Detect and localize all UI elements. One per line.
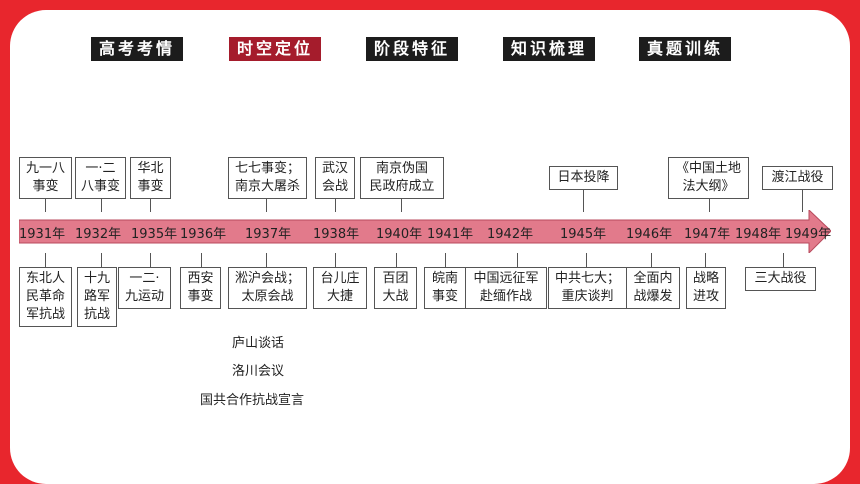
year-label: 1947年 [684, 227, 731, 242]
event-box: 三大战役 [745, 267, 816, 291]
event-box: 一二·九运动 [118, 267, 171, 309]
content-card [10, 10, 850, 484]
event-box: 九一八事变 [19, 157, 72, 199]
tab-zhenti[interactable]: 真题训练 [639, 37, 732, 61]
tab-shikong[interactable]: 时空定位 [229, 37, 322, 61]
event-box: 全面内战爆发 [626, 267, 680, 309]
event-box: 南京伪国民政府成立 [360, 157, 444, 199]
event-box: 十九路军抗战 [77, 267, 117, 327]
year-label: 1945年 [560, 227, 607, 242]
year-label: 1941年 [427, 227, 474, 242]
event-box: 战略进攻 [686, 267, 726, 309]
tab-gaokao[interactable]: 高考考情 [91, 37, 184, 61]
event-box: 华北事变 [130, 157, 171, 199]
event-text: 国共合作抗战宣言 [200, 393, 305, 408]
event-box: 台儿庄大捷 [313, 267, 367, 309]
year-label: 1942年 [487, 227, 534, 242]
event-text: 庐山谈话 [232, 336, 285, 351]
event-box: 中共七大；重庆谈判 [548, 267, 627, 309]
year-label: 1940年 [376, 227, 423, 242]
year-label: 1937年 [245, 227, 292, 242]
timeline-arrow [19, 210, 831, 253]
event-box: 武汉会战 [315, 157, 355, 199]
event-box: 百团大战 [374, 267, 417, 309]
event-box: 淞沪会战；太原会战 [228, 267, 307, 309]
event-box: 渡江战役 [762, 166, 833, 190]
tab-jieduan[interactable]: 阶段特征 [366, 37, 459, 61]
year-label: 1936年 [180, 227, 227, 242]
event-text: 洛川会议 [232, 364, 285, 379]
event-box: 西安事变 [180, 267, 221, 309]
event-box: 东北人民革命军抗战 [19, 267, 72, 327]
year-label: 1949年 [785, 227, 832, 242]
event-box: 皖南事变 [424, 267, 466, 309]
event-box: 七七事变；南京大屠杀 [228, 157, 307, 199]
event-box: 中国远征军赴缅作战 [465, 267, 547, 309]
event-box: 一·二八事变 [75, 157, 126, 199]
event-box: 日本投降 [549, 166, 618, 190]
year-label: 1932年 [75, 227, 122, 242]
year-label: 1935年 [131, 227, 178, 242]
year-label: 1931年 [19, 227, 66, 242]
year-label: 1938年 [313, 227, 360, 242]
year-label: 1948年 [735, 227, 782, 242]
event-box: 《中国土地法大纲》 [668, 157, 749, 199]
tab-zhishi[interactable]: 知识梳理 [503, 37, 596, 61]
year-label: 1946年 [626, 227, 673, 242]
